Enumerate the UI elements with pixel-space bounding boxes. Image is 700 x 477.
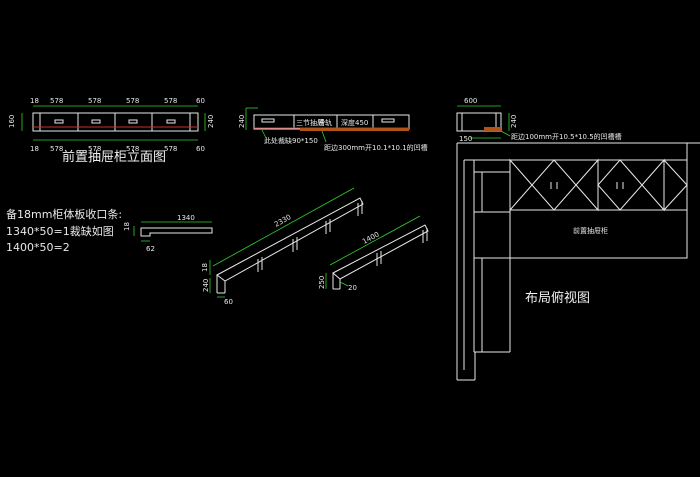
dim-578: 578 [126,145,139,153]
plan-view: 前置抽屉柜 布局俯视图 [456,142,700,381]
drawer-handle [261,118,275,123]
strip-2330-shape [216,197,364,282]
strip-note-line: 1400*50=2 [6,241,70,254]
slide-label: 滑轨 [318,118,332,127]
leader-line [261,129,267,139]
drawer-label: 三节抽屉 [296,118,324,127]
dim-240: 240 [238,115,246,128]
door-diamond [531,159,577,211]
strip-1400: 1400 250 20 [318,215,429,292]
dim-600: 600 [464,97,477,105]
dim-20: 20 [348,284,357,292]
dim-160: 160 [8,115,16,128]
dim-60: 60 [196,145,205,153]
dim-60: 60 [196,97,205,105]
leader-line [500,130,511,137]
drawer-handle [128,119,138,124]
door-triangle [509,158,533,212]
dim-1400: 1400 [361,230,380,245]
drawer-handle [91,119,101,124]
section-view: 240 三节抽屉 滑轨 深度450 此处裁缺90*150 距边300mm开10.… [238,107,428,152]
dim-240: 240 [202,279,210,292]
dim-1340: 1340 [177,214,195,222]
note-left: 此处裁缺90*150 [264,136,318,145]
cabinet-label: 前置抽屉柜 [573,226,608,235]
door-diamond [597,159,643,211]
door-triangle [641,158,665,212]
strip-1340: 1340 18 62 [123,214,213,253]
dim-250: 250 [318,276,326,289]
note-right: 距边300mm开10.1*10.1的凹槽 [324,143,428,152]
dim-18: 18 [30,145,39,153]
front-elevation: 18 578 578 578 578 60 18 578 578 578 578… [8,97,215,165]
depth-label: 深度450 [341,118,368,127]
drawer-handle [166,119,176,124]
strip-note-line: 1340*50=1裁缺如图 [6,224,114,238]
strip-note: 备18mm柜体板收口条: 1340*50=1裁缺如图 1400*50=2 [6,207,122,254]
dim-line [329,215,421,266]
dim-line [212,187,355,267]
detail-outline [456,112,502,132]
dim-240: 240 [207,115,215,128]
strip-1340-shape [140,227,213,237]
dim-18: 18 [30,97,39,105]
dim-578: 578 [50,97,63,105]
dim-2330: 2330 [273,213,292,229]
dim-18: 18 [201,263,209,272]
dim-578: 578 [50,145,63,153]
leader-line [339,281,349,287]
door-triangle [575,158,599,212]
strip-2330: 2330 18 240 60 [201,187,364,306]
detail-view: 600 240 150 距边100mm开10.5*10.5的凹槽槽 [456,97,622,143]
leader-line [321,130,327,143]
strip-1400-shape [332,224,429,280]
dim-578: 578 [88,97,101,105]
door-line [663,159,688,186]
dim-578: 578 [126,97,139,105]
plan-view-title: 布局俯视图 [525,290,590,306]
dim-240: 240 [510,115,518,128]
dim-578: 578 [88,145,101,153]
dim-62: 62 [146,245,155,253]
dim-578: 578 [164,145,177,153]
drawer-handle [54,119,64,124]
detail-groove [484,127,501,131]
front-view-title: 前置抽屉柜立面图 [62,149,166,165]
drawer-handle [381,118,395,123]
detail-note: 距边100mm开10.5*10.5的凹槽槽 [511,132,622,141]
door-line [663,184,688,211]
dim-60: 60 [224,298,233,306]
strip-note-line: 备18mm柜体板收口条: [6,207,122,221]
section-groove [300,128,409,131]
dim-18: 18 [123,222,131,231]
dim-578: 578 [164,97,177,105]
dim-150: 150 [459,135,472,143]
